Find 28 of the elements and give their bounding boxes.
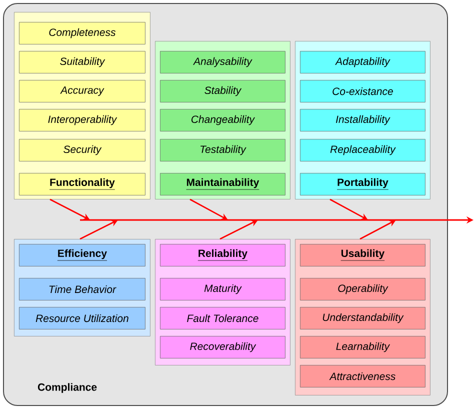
category-box: Reliability — [160, 244, 286, 266]
item-box: Adaptability — [300, 51, 426, 74]
item-box: Analysability — [160, 51, 286, 74]
item-box: Changeability — [160, 109, 286, 132]
item-box: Attractiveness — [300, 365, 426, 388]
item-box: Co-existance — [300, 80, 426, 102]
item-box: Suitability — [19, 51, 146, 74]
item-box: Testability — [160, 139, 286, 162]
item-box: Security — [19, 139, 146, 162]
category-box: Functionality — [19, 173, 146, 196]
category-box: Efficiency — [19, 244, 146, 266]
item-box: Replaceability — [300, 139, 426, 162]
item-box: Resource Utilization — [19, 307, 146, 330]
item-box: Completeness — [19, 22, 146, 44]
item-box: Fault Tolerance — [160, 307, 286, 330]
item-box: Understandability — [300, 307, 426, 330]
item-box: Recoverability — [160, 336, 286, 358]
item-box: Time Behavior — [19, 278, 146, 300]
category-box: Maintainability — [160, 173, 286, 196]
item-box: Operability — [300, 278, 426, 300]
category-box: Usability — [300, 244, 426, 266]
item-box: Learnability — [300, 336, 426, 358]
item-box: Installability — [300, 109, 426, 132]
item-box: Maturity — [160, 278, 286, 300]
item-box: Interoperability — [19, 109, 146, 132]
item-box: Stability — [160, 80, 286, 102]
item-box: Accuracy — [19, 80, 146, 102]
category-box: Portability — [300, 173, 426, 196]
